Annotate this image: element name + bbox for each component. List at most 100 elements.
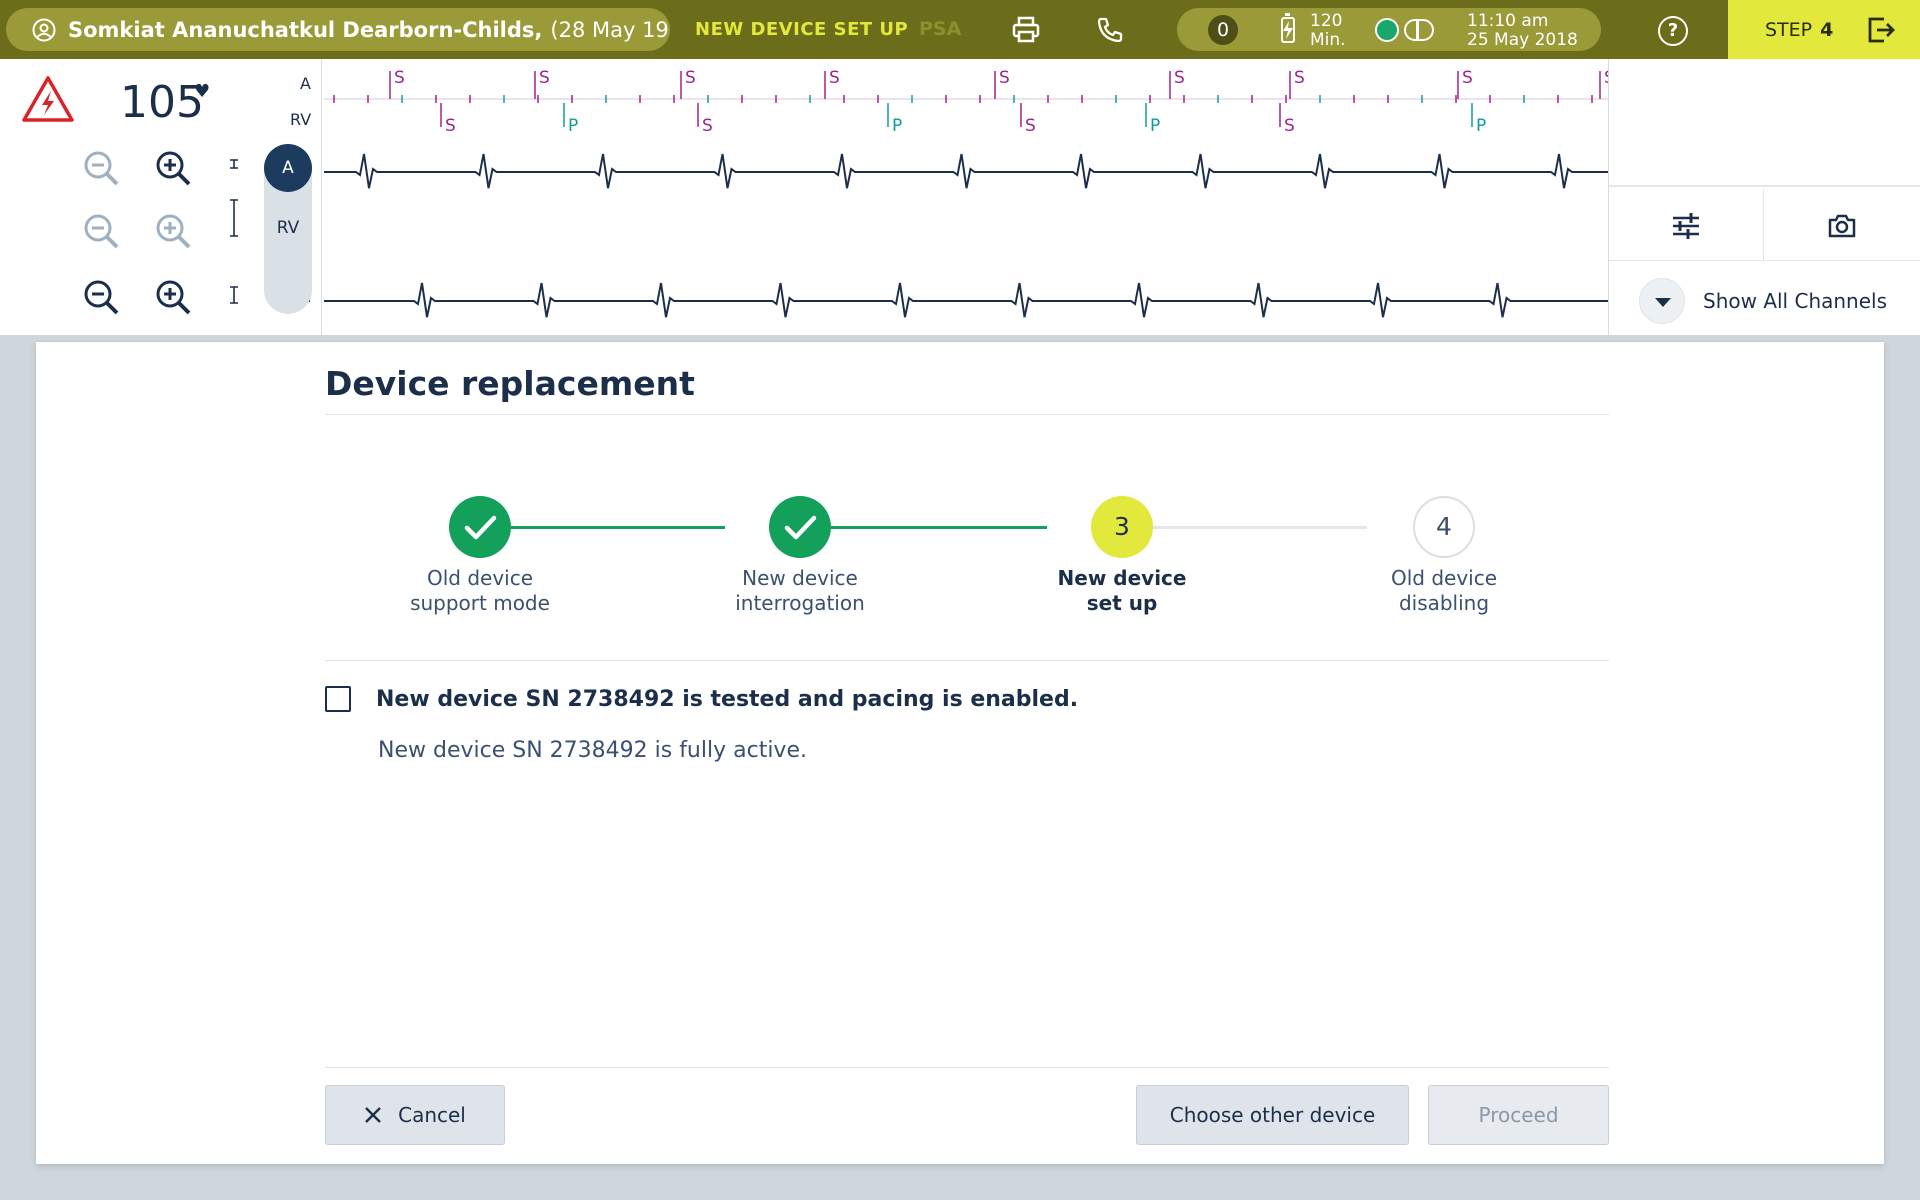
step-2-label-line1: New device <box>742 566 858 590</box>
confirm-checkbox-label[interactable]: New device SN 2738492 is tested and paci… <box>376 686 1079 712</box>
battery-readout: 120 Min. <box>1310 12 1346 50</box>
marker-label: S <box>1462 68 1473 88</box>
step-4-label: Old device disabling <box>1334 566 1554 616</box>
device-status-text: New device SN 2738492 is fully active. <box>378 738 807 763</box>
step-4-label-line1: Old device <box>1390 566 1498 590</box>
amplitude-icon <box>230 159 238 169</box>
zoom-in-icon[interactable] <box>153 148 193 188</box>
zoom-in-icon[interactable] <box>153 277 193 317</box>
cancel-button-label: Cancel <box>398 1103 466 1127</box>
battery-icon <box>1281 13 1295 43</box>
top-bar: Somkiat Ananuchatkul Dearborn-Childs, (2… <box>0 0 1920 59</box>
patient-info[interactable]: Somkiat Ananuchatkul Dearborn-Childs, (2… <box>6 8 670 51</box>
amplitude-icon <box>230 286 238 304</box>
step-3-circle: 3 <box>1091 496 1153 558</box>
marker-label: S <box>1025 116 1036 136</box>
divider <box>325 660 1609 661</box>
zoom-out-icon[interactable] <box>81 148 121 188</box>
step-2-label: New device interrogation <box>690 566 910 616</box>
marker-label: S <box>829 68 840 88</box>
patient-dob: (28 May 1953) <box>550 17 670 42</box>
marker-label: S <box>394 68 405 88</box>
step-label: STEP <box>1765 18 1813 41</box>
dialog-title: Device replacement <box>325 364 695 403</box>
proceed-button[interactable]: Proceed <box>1428 1085 1609 1145</box>
step-connector <box>485 526 725 529</box>
exit-icon[interactable] <box>1866 15 1896 45</box>
step-1-circle <box>449 496 511 558</box>
step-1-label-line1: Old device <box>426 566 534 590</box>
confirm-checkbox[interactable] <box>325 686 351 712</box>
mode-label[interactable]: NEW DEVICE SET UP <box>695 19 909 40</box>
zoom-in-icon[interactable] <box>153 211 193 251</box>
sliders-icon <box>1673 213 1699 239</box>
phone-icon[interactable] <box>1094 14 1126 46</box>
step-4-label-line2: disabling <box>1398 591 1490 615</box>
check-icon <box>784 515 817 540</box>
heart-icon: ♥ <box>194 81 211 102</box>
marker-label: S <box>1604 68 1608 88</box>
side-panel-blank <box>1609 59 1920 187</box>
show-all-channels-label: Show All Channels <box>1703 289 1888 313</box>
marker-label: S <box>685 68 696 88</box>
waveform-canvas: SSSSSSSSSSPSPSPSP <box>324 68 1608 318</box>
chevron-down-icon[interactable] <box>1639 278 1685 324</box>
connection-status-icon <box>1375 18 1399 42</box>
monitor-side-panel: Show All Channels <box>1608 59 1920 335</box>
show-all-channels[interactable]: Show All Channels <box>1639 278 1887 324</box>
patient-name: Somkiat Ananuchatkul Dearborn-Childs, <box>68 17 543 42</box>
snapshot-button[interactable] <box>1765 189 1920 261</box>
channel-label-a: A <box>300 74 311 93</box>
marker-label: P <box>1150 116 1160 136</box>
waveform-area: SSSSSSSSSSPSPSPSP <box>324 59 1608 335</box>
zoom-out-icon[interactable] <box>81 211 121 251</box>
battery-unit: Min. <box>1310 30 1346 50</box>
progress-stepper: 3 4 Old device support mode New device i… <box>325 482 1609 615</box>
channel-label-rv: RV <box>290 110 312 129</box>
device-replacement-dialog: Device replacement 3 4 Old device suppor… <box>36 342 1884 1164</box>
confirmation-row[interactable]: New device SN 2738492 is tested and paci… <box>325 686 1078 712</box>
ecg-monitor: 105 ♥ A RV I A RV SSSSSSSSSSPSPSPSP <box>0 59 1920 335</box>
step-3-label-line1: New device <box>1057 566 1187 590</box>
step-1-label-line2: support mode <box>410 591 550 615</box>
user-icon <box>32 18 56 41</box>
bolt-icon <box>1283 21 1293 39</box>
zoom-out-icon[interactable] <box>81 277 121 317</box>
step-connector <box>1127 526 1367 529</box>
step-4-circle: 4 <box>1413 496 1475 558</box>
channel-rv-toggle[interactable]: RV <box>276 218 300 238</box>
camera-icon <box>1828 214 1856 238</box>
amplitude-icon <box>230 199 238 237</box>
channel-a-toggle[interactable]: A <box>264 144 312 192</box>
divider <box>325 414 1609 415</box>
battery-value: 120 <box>1310 11 1343 31</box>
marker-label: S <box>539 68 550 88</box>
printer-icon[interactable] <box>1010 14 1042 46</box>
step-indicator[interactable]: STEP 4 <box>1728 0 1920 59</box>
step-1-label: Old device support mode <box>370 566 590 616</box>
time: 11:10 am <box>1467 11 1549 31</box>
step-2-label-line2: interrogation <box>735 591 865 615</box>
datetime: 11:10 am 25 May 2018 <box>1467 12 1578 50</box>
marker-label: S <box>445 116 456 136</box>
event-counter[interactable]: 0 <box>1208 15 1238 45</box>
step-number: 4 <box>1820 18 1834 41</box>
divider <box>325 1067 1609 1068</box>
marker-label: S <box>999 68 1010 88</box>
heart-rate-value: 105 <box>120 77 204 128</box>
marker-label: P <box>568 116 578 136</box>
check-icon <box>464 515 497 540</box>
cancel-button[interactable]: Cancel <box>325 1085 505 1145</box>
marker-label: S <box>1294 68 1305 88</box>
psa-tab[interactable]: PSA <box>919 18 962 40</box>
step-2-circle <box>769 496 831 558</box>
marker-label: P <box>892 116 902 136</box>
alarm-icon[interactable] <box>22 75 74 123</box>
help-icon[interactable]: ? <box>1658 16 1688 46</box>
ecg-trace-a <box>324 153 1608 189</box>
marker-label: S <box>702 116 713 136</box>
settings-button[interactable] <box>1609 189 1764 261</box>
choose-other-device-button[interactable]: Choose other device <box>1136 1085 1409 1145</box>
step-connector <box>807 526 1047 529</box>
marker-channel: SSSSSSSSSSPSPSPSP <box>333 68 1608 136</box>
